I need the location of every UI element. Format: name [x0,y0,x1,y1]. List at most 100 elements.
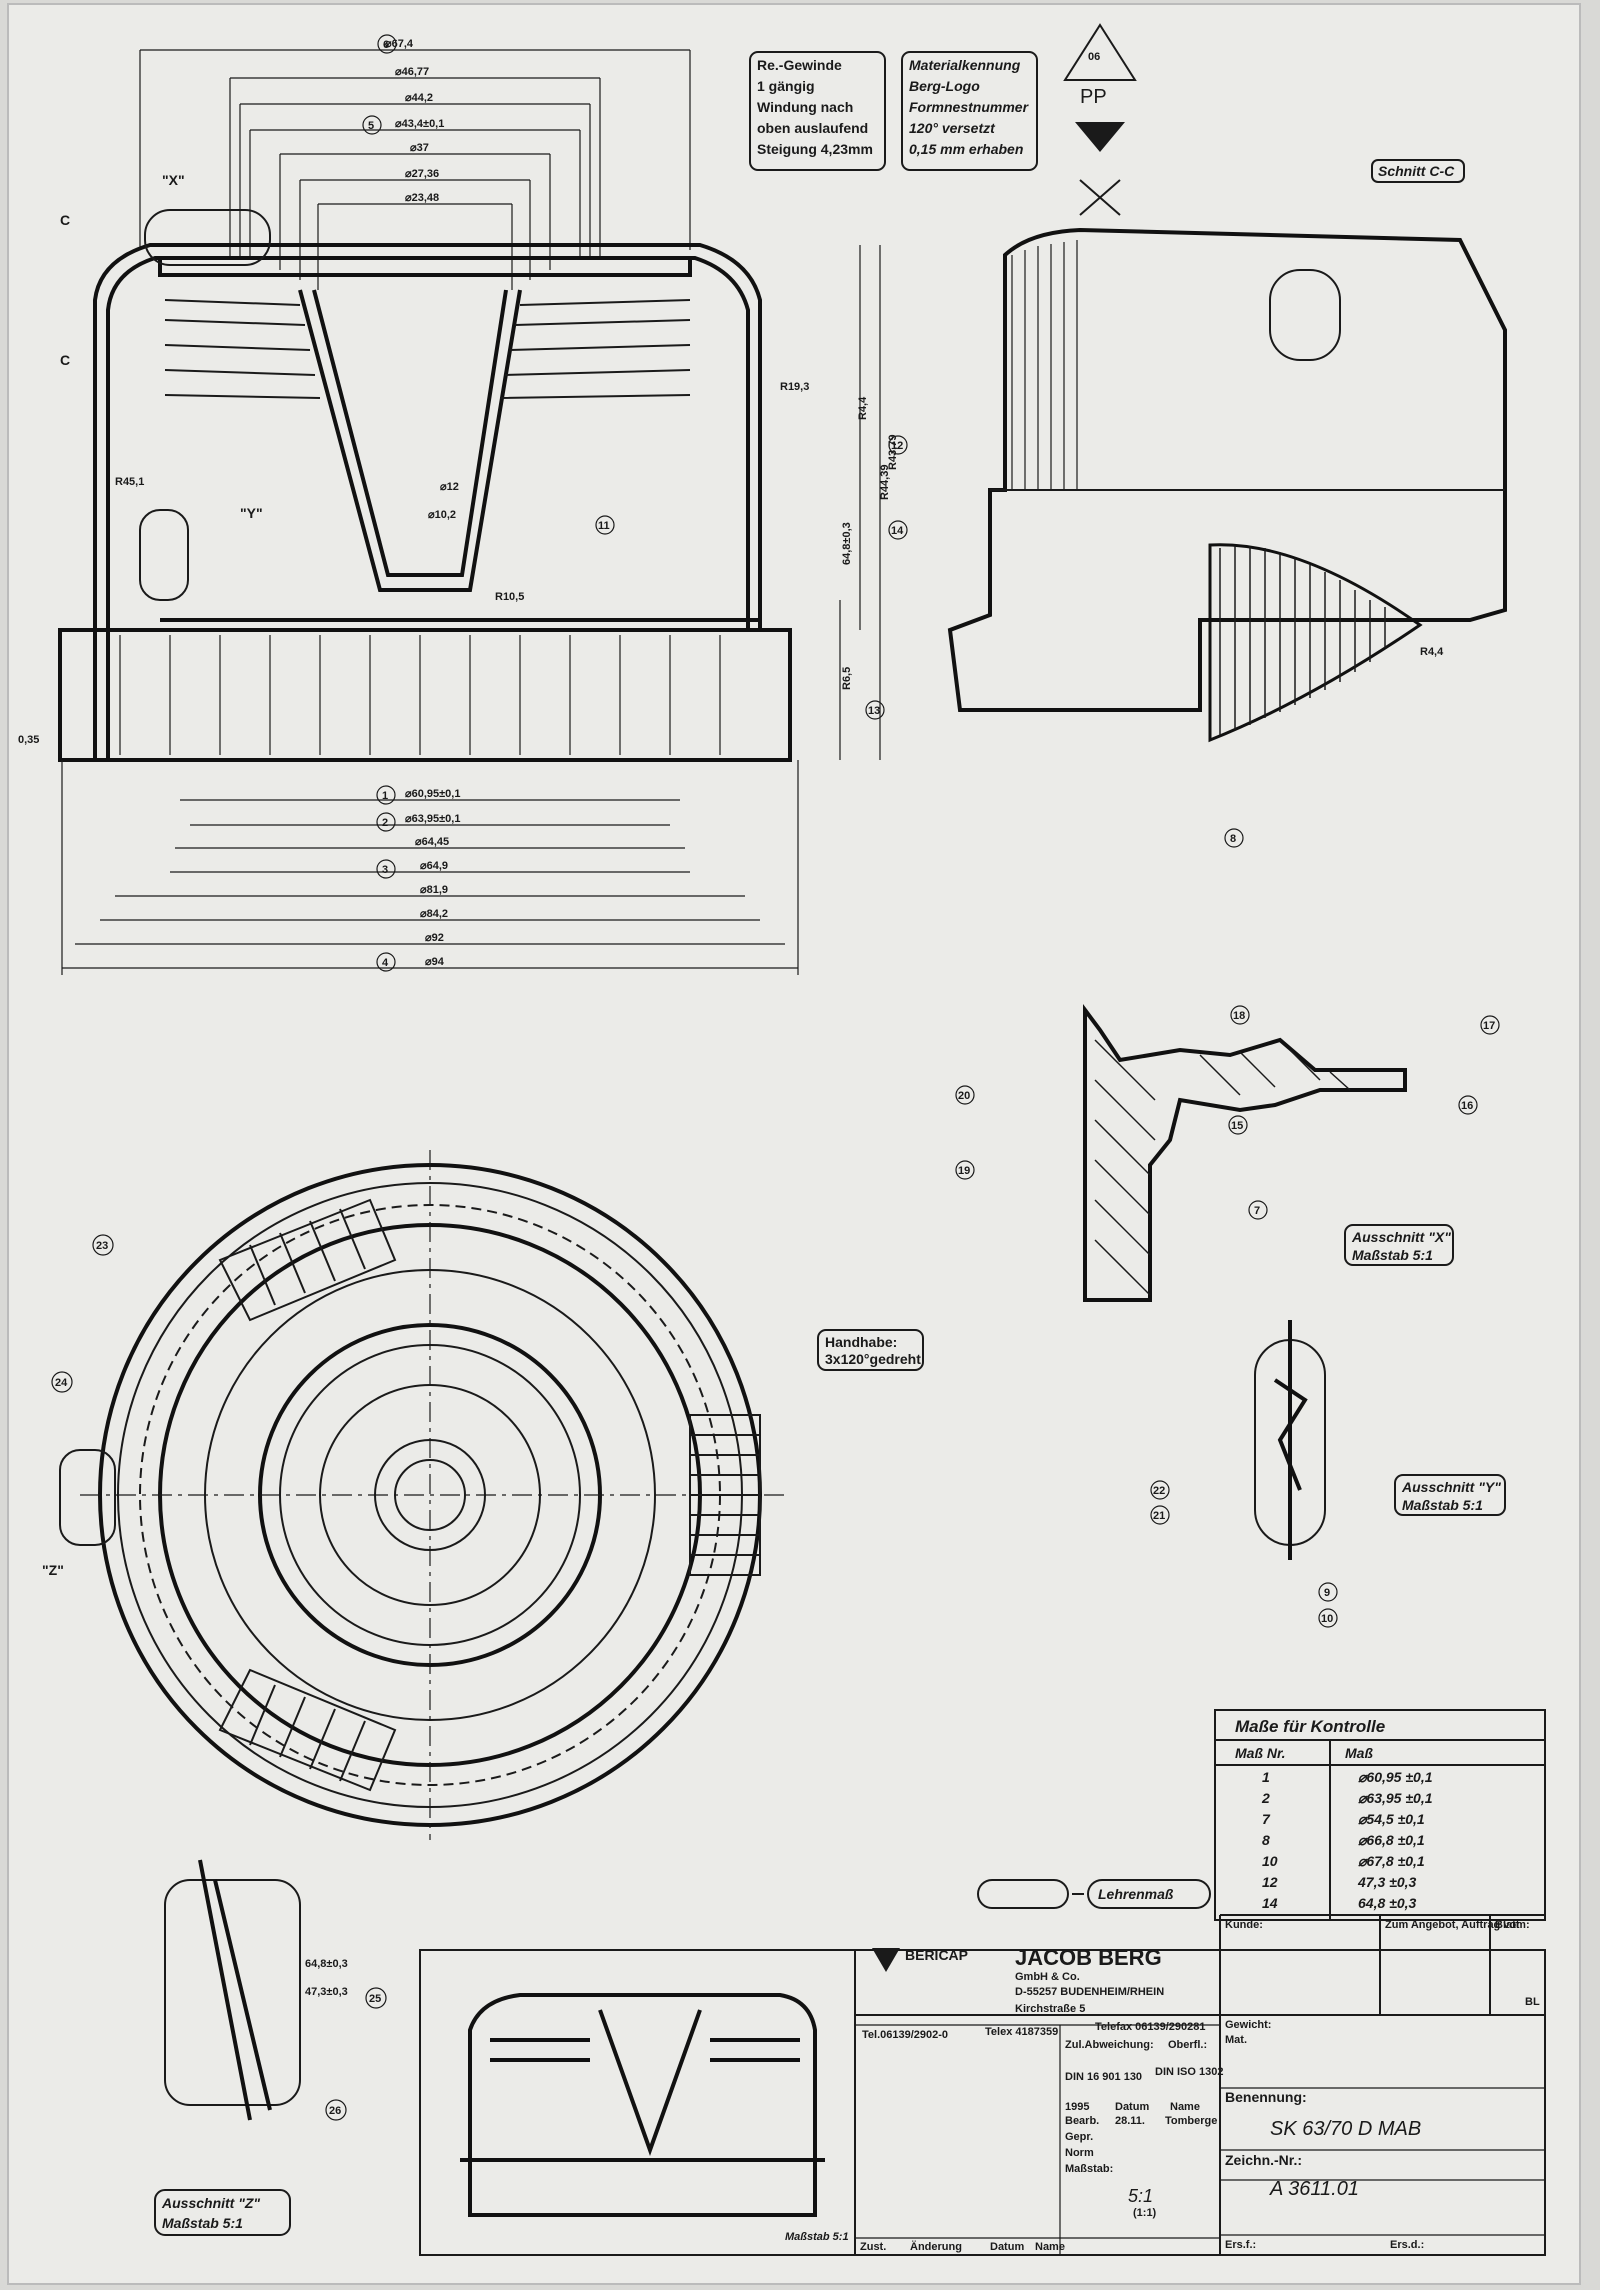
dim-label: R6,5 [841,667,853,690]
svg-text:Maßstab 5:1: Maßstab 5:1 [785,2231,849,2243]
part-name: SK 63/70 D MAB [1270,2118,1421,2140]
svg-text:JACOB BERG: JACOB BERG [1015,1945,1162,1970]
svg-text:0,15 mm erhaben: 0,15 mm erhaben [909,141,1023,157]
table-cell-nr: 1 [1262,1769,1270,1785]
svg-text:Zum Angebot, Auftrag vom:: Zum Angebot, Auftrag vom: [1385,1919,1530,1931]
dim-label: ⌀64,45 [415,836,449,848]
svg-text:Formnestnummer: Formnestnummer [909,99,1030,115]
svg-text:5:1: 5:1 [1128,2186,1153,2206]
handle-note-box [817,1329,924,1371]
detail-y-label: "Y" [240,505,263,521]
svg-text:28.11.: 28.11. [1115,2115,1145,2127]
svg-text:Zeichn.-Nr.:: Zeichn.-Nr.: [1225,2152,1302,2168]
circled-number: 2 [382,817,388,829]
table-header: Maß [1345,1745,1373,1761]
dim-label: R19,3 [780,381,809,393]
table-cell-nr: 2 [1261,1790,1270,1806]
svg-text:Kunde:: Kunde: [1225,1919,1263,1931]
circled-number: 14 [891,525,904,537]
handle-ribs [218,1198,761,1792]
dim-label: R45,1 [115,476,144,488]
svg-text:Bearb.: Bearb. [1065,2115,1099,2127]
detail-z-view: 64,8±0,3 47,3±0,3 25 26 Ausschnitt "Z" M… [154,1859,387,2236]
svg-text:1 gängig: 1 gängig [757,78,815,94]
table-cell-value: ⌀67,8 ±0,1 [1358,1853,1425,1869]
circled-number: 4 [382,957,389,969]
svg-text:BL: BL [1525,1996,1540,2008]
title-block: BERICAP JACOB BERG GmbH & Co. D-55257 BU… [419,1914,1546,2256]
top-plan-view: "Z" 24 23 Handhabe: 3x120°gedreht [42,1150,924,1840]
svg-text:Maßstab 5:1: Maßstab 5:1 [162,2215,243,2231]
table-cell-value: 47,3 ±0,3 [1357,1874,1416,1890]
svg-text:Blatt: Blatt [1495,1919,1520,1931]
circled-number: 6 [383,39,389,51]
svg-text:16: 16 [1461,1100,1473,1112]
svg-text:Oberfl.:: Oberfl.: [1168,2039,1207,2051]
svg-text:BERICAP: BERICAP [905,1947,968,1963]
knurl-lines [119,635,721,755]
svg-text:47,3±0,3: 47,3±0,3 [305,1986,348,1998]
svg-text:Berg-Logo: Berg-Logo [909,78,980,94]
dim-label: R4,4 [1420,646,1444,658]
dim-label: ⌀12 [440,481,459,493]
triangle-icon [1075,122,1125,152]
circled-number: 13 [868,705,880,717]
svg-text:15: 15 [1231,1120,1243,1132]
svg-text:Änderung: Änderung [910,2240,962,2253]
svg-text:Ausschnitt "Y": Ausschnitt "Y" [1401,1479,1501,1495]
recycling-symbol: 06 PP [1063,23,1137,216]
control-table-title: Maße für Kontrolle [1235,1717,1385,1736]
circled-number: 1 [382,790,388,802]
section-cc-label: Schnitt C-C [1378,163,1455,179]
svg-text:120° versetzt: 120° versetzt [909,120,996,136]
dim-label: R10,5 [495,591,524,603]
table-cell-value: ⌀63,95 ±0,1 [1358,1790,1433,1806]
svg-text:17: 17 [1483,1020,1495,1032]
table-cell-nr: 10 [1262,1853,1278,1869]
circled-number: 3 [382,864,388,876]
svg-text:25: 25 [369,1993,381,2005]
dim-label: ⌀64,9 [420,860,448,872]
svg-text:Tomberge: Tomberge [1165,2115,1217,2127]
svg-text:D-55257 BUDENHEIM/RHEIN: D-55257 BUDENHEIM/RHEIN [1015,1986,1164,1998]
svg-text:Maßstab 5:1: Maßstab 5:1 [1352,1247,1433,1263]
svg-text:10: 10 [1321,1613,1333,1625]
dim-label: ⌀63,95±0,1 [405,813,460,825]
svg-text:Name: Name [1035,2241,1065,2253]
dim-circle-6 [377,34,397,54]
table-cell-nr: 12 [1262,1874,1278,1890]
dim-label: ⌀67,4 [385,38,414,50]
bericap-logo-icon [872,1948,900,1972]
svg-text:Telefax 06139/290281: Telefax 06139/290281 [1095,2021,1206,2033]
svg-text:Maßstab 5:1: Maßstab 5:1 [1402,1497,1483,1513]
table-cell-value: ⌀66,8 ±0,1 [1358,1832,1425,1848]
detail-x-marker [144,209,271,266]
svg-text:Datum: Datum [990,2241,1024,2253]
circled-number: 12 [891,440,903,452]
svg-text:Tel.06139/2902-0: Tel.06139/2902-0 [862,2029,948,2041]
table-cell-value: ⌀60,95 ±0,1 [1358,1769,1433,1785]
svg-text:Zust.: Zust. [860,2241,886,2253]
dim-label: ⌀10,2 [428,509,456,521]
section-cc-view: Schnitt C-C R4,4 [947,159,1507,743]
svg-text:Gewicht:: Gewicht: [1225,2019,1271,2031]
svg-text:22: 22 [1153,1485,1165,1497]
svg-text:20: 20 [958,1090,970,1102]
svg-text:Name: Name [1170,2101,1200,2113]
dim-label: ⌀27,36 [405,168,439,180]
svg-text:GmbH & Co.: GmbH & Co. [1015,1971,1080,1983]
svg-text:Ers.f.:: Ers.f.: [1225,2239,1256,2251]
svg-text:(1:1): (1:1) [1133,2207,1157,2219]
dim-label: ⌀44,2 [405,92,433,104]
dim-label: ⌀23,48 [405,192,439,204]
gauge-legend: Lehrenmaß [977,1879,1211,1909]
table-header: Maß Nr. [1235,1745,1286,1761]
section-hatch [1219,546,1386,735]
dim-label: 0,35 [18,734,39,746]
dim-label: ⌀43,4±0,1 [395,118,444,130]
table-cell-nr: 14 [1262,1895,1278,1911]
control-table: Maße für Kontrolle Maß Nr. Maß 1 ⌀60,95 ±… [1214,1709,1546,1921]
circled-number: 11 [598,520,610,532]
main-section-view: ⌀67,4 ⌀46,77 ⌀44,2 ⌀43,4±0,1 ⌀37 ⌀27,36 … [18,34,908,975]
